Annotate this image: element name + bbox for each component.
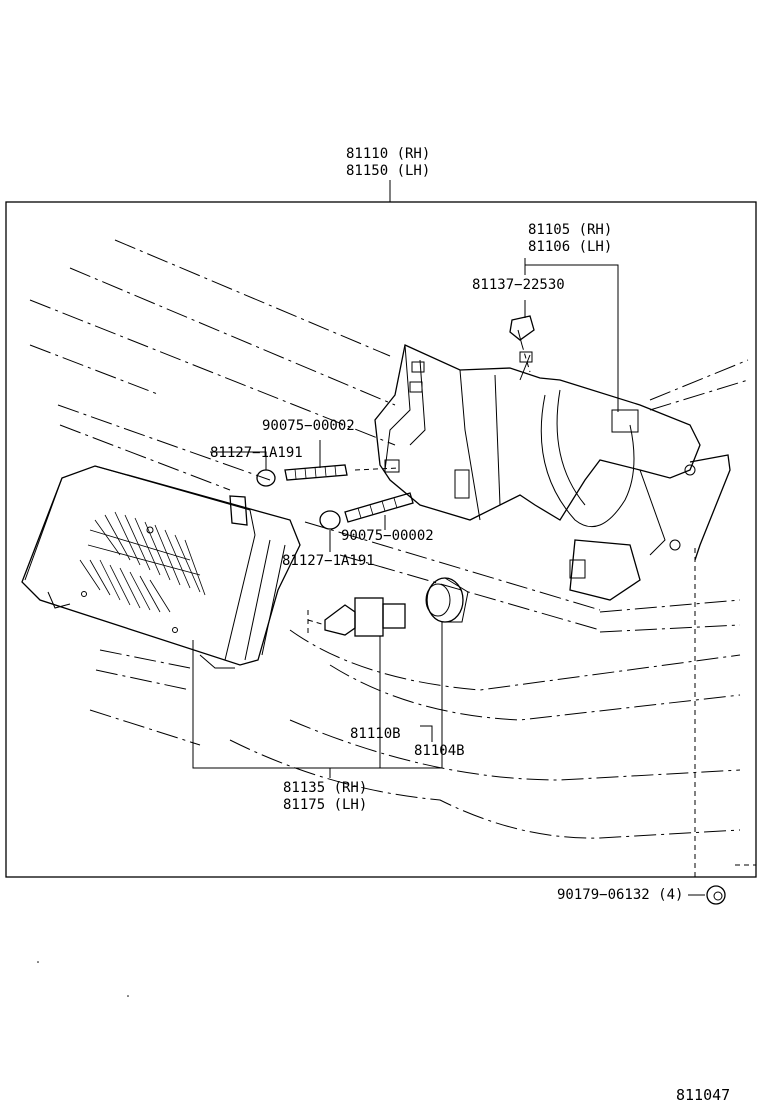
leader-bracket (525, 264, 619, 412)
bulb-part (307, 597, 406, 637)
label-screw-lower: 90075−00002 (341, 528, 434, 544)
label-bulb: 81110B (350, 726, 401, 742)
label-screw-upper: 90075−00002 (262, 418, 355, 434)
label-lens-lh: 81175 (LH) (283, 797, 368, 813)
bulb-socket-part (425, 577, 469, 623)
label-retainer-upper: 81127−1A191 (210, 445, 303, 461)
label-headlamp-rh: 81110 (RH) (346, 146, 431, 162)
diagram-frame (5, 201, 757, 878)
label-bracket-rh: 81105 (RH) (528, 222, 613, 238)
headlamp-bracket (374, 344, 701, 601)
nut-part (688, 885, 726, 905)
clip-part (509, 315, 535, 373)
headlamp-assembly (21, 465, 301, 669)
retainer-upper (256, 469, 276, 487)
label-bulb-socket: 81104B (414, 743, 465, 759)
screw-upper (284, 464, 348, 481)
label-bracket-lh: 81106 (LH) (528, 239, 613, 255)
screw-lower (344, 492, 414, 523)
label-nut: 90179−06132 (4) (557, 887, 684, 903)
label-clip: 81137−22530 (472, 277, 565, 293)
label-lens-rh: 81135 (RH) (283, 780, 368, 796)
body-panel-right (669, 454, 731, 880)
figure-number: 811047 (676, 1086, 731, 1104)
label-retainer-lower: 81127−1A191 (282, 553, 375, 569)
label-headlamp-lh: 81150 (LH) (346, 163, 431, 179)
body-phantom-lines (29, 239, 756, 866)
retainer-lower (319, 510, 341, 530)
